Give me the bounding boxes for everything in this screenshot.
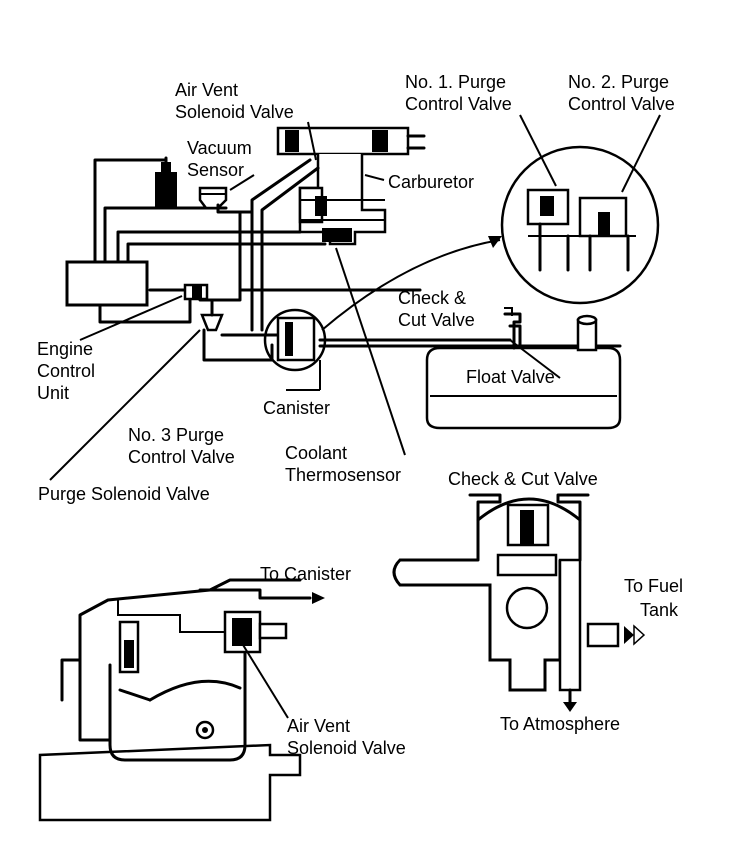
label-no3-purge-control-valve: No. 3 Purge Control Valve	[128, 425, 235, 467]
label-line: Tank	[640, 600, 679, 620]
canister	[263, 308, 622, 391]
check-cut-valve-small	[508, 324, 522, 348]
label-line: No. 2. Purge	[568, 72, 669, 92]
purge-solenoid-valve	[183, 283, 209, 301]
label-line: Air Vent	[287, 716, 350, 736]
label-line: No. 3 Purge	[128, 425, 224, 445]
no3-purge-control-valve	[200, 298, 284, 362]
ignition-coil	[155, 156, 177, 208]
fuel-tank	[425, 307, 622, 430]
label-float-valve: Float Valve	[466, 367, 555, 387]
label-line: Control Valve	[128, 447, 235, 467]
label-no1-purge-control-valve: No. 1. Purge Control Valve	[405, 72, 512, 114]
arrow-head	[488, 236, 502, 248]
label-line: Thermosensor	[285, 465, 401, 485]
label-line: To Fuel	[624, 576, 683, 596]
leader-lines	[49, 114, 661, 481]
label-canister: Canister	[263, 398, 330, 418]
label-line: Check &	[398, 288, 466, 308]
carburetor	[276, 126, 426, 246]
label-line: Solenoid Valve	[175, 102, 294, 122]
purge-valves-detail-circle	[500, 145, 660, 305]
label-line: Cut Valve	[398, 310, 475, 330]
label-check-cut-valve-top: Check & Cut Valve	[398, 288, 475, 330]
label-line: Coolant	[285, 443, 347, 463]
label-line: Air Vent	[175, 80, 238, 100]
vacuum-lines	[148, 158, 422, 332]
label-line: Unit	[37, 383, 69, 403]
label-to-canister: To Canister	[260, 564, 351, 584]
label-vacuum-sensor: Vacuum Sensor	[187, 138, 252, 180]
label-line: Control Valve	[405, 94, 512, 114]
label-purge-solenoid-valve: Purge Solenoid Valve	[38, 484, 210, 504]
check-cut-valve-detail	[392, 493, 646, 712]
label-line: Sensor	[187, 160, 244, 180]
label-air-vent-solenoid-valve-bottom: Air Vent Solenoid Valve	[287, 716, 406, 758]
label-engine-control-unit: Engine Control Unit	[37, 339, 95, 403]
vacuum-sensor	[198, 186, 254, 214]
connector-arrow	[321, 239, 501, 331]
label-air-vent-solenoid-valve-top: Air Vent Solenoid Valve	[175, 80, 294, 122]
label-line: Control Valve	[568, 94, 675, 114]
label-to-fuel-tank: To Fuel Tank	[624, 576, 683, 620]
label-carburetor: Carburetor	[388, 172, 474, 192]
label-line: No. 1. Purge	[405, 72, 506, 92]
label-line: Control	[37, 361, 95, 381]
carburetor-detail	[38, 578, 325, 822]
label-line: Engine	[37, 339, 93, 359]
engine-control-unit-box	[65, 260, 149, 307]
label-no2-purge-control-valve: No. 2. Purge Control Valve	[568, 72, 675, 114]
label-to-atmosphere: To Atmosphere	[500, 714, 620, 734]
label-coolant-thermosensor: Coolant Thermosensor	[285, 443, 401, 485]
label-line: Solenoid Valve	[287, 738, 406, 758]
label-line: Vacuum	[187, 138, 252, 158]
label-check-cut-valve-detail: Check & Cut Valve	[448, 469, 598, 489]
